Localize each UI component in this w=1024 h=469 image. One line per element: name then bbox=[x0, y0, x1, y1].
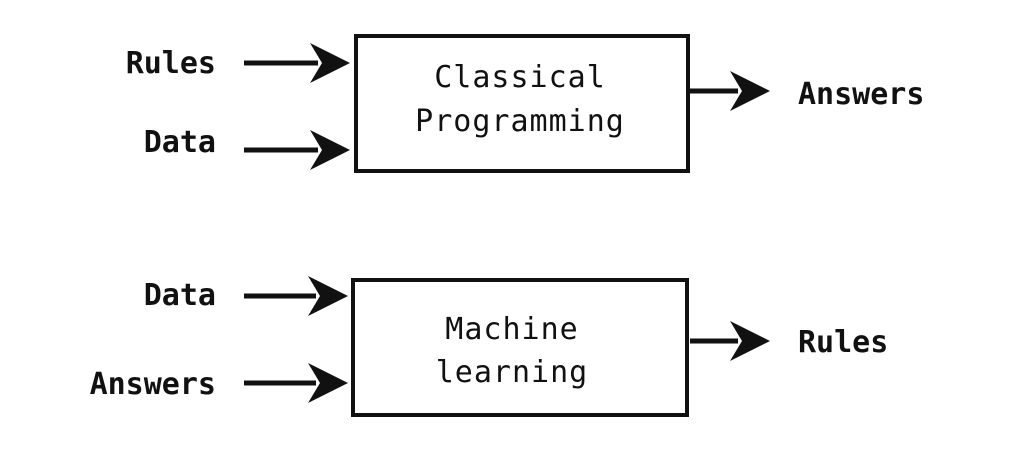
classical-output-answers-label: Answers bbox=[798, 77, 924, 112]
classical-input-data-arrow bbox=[244, 130, 350, 170]
ml-box-line1: Machine bbox=[445, 312, 578, 347]
classical-input-rules-arrow bbox=[244, 43, 350, 83]
classical-box-line2: Programming bbox=[415, 104, 625, 139]
ml-input-answers-label: Answers bbox=[90, 367, 216, 402]
ml-input-data-label: Data bbox=[144, 278, 216, 313]
classical-input-rules-label: Rules bbox=[126, 46, 216, 81]
classical-programming-group: Rules Data Classical Programming Answers bbox=[126, 34, 924, 173]
classical-output-arrow bbox=[690, 71, 770, 111]
ml-input-data-arrow bbox=[244, 276, 348, 316]
ml-output-rules-label: Rules bbox=[798, 325, 888, 360]
ml-box-line2: learning bbox=[436, 355, 589, 390]
ml-input-answers-arrow bbox=[244, 363, 348, 403]
machine-learning-box bbox=[351, 278, 689, 417]
classical-box-line1: Classical bbox=[434, 60, 606, 95]
ml-output-arrow bbox=[690, 321, 770, 361]
classical-programming-box bbox=[354, 34, 690, 173]
machine-learning-group: Data Answers Machine learning Rules bbox=[90, 276, 888, 417]
classical-input-data-label: Data bbox=[144, 125, 216, 160]
